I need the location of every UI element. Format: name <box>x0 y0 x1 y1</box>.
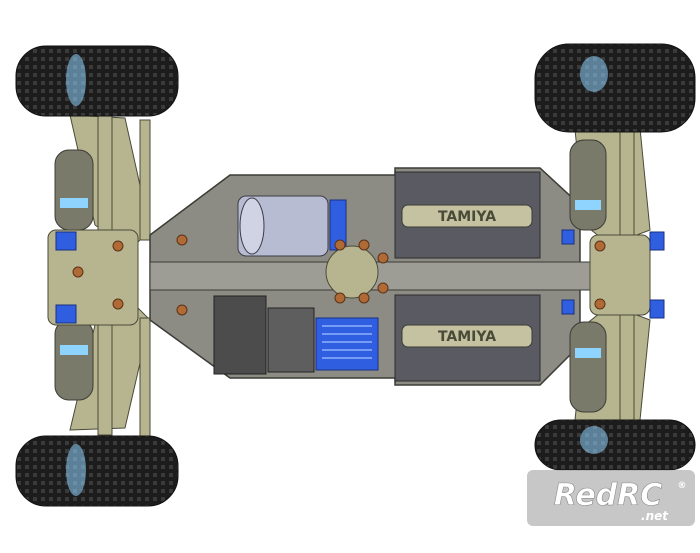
battery-pack-bottom: TAMIYA <box>394 294 541 382</box>
left-suspension-arms <box>69 114 151 439</box>
watermark-brand: RedRC <box>554 478 663 513</box>
right-shocks <box>569 139 607 413</box>
battery-label-bottom: TAMIYA <box>438 329 496 345</box>
left-shocks <box>54 149 94 401</box>
watermark-logo: RedRC .net ® <box>527 470 695 526</box>
tire-rear-right <box>534 419 696 471</box>
tire-front-right <box>534 43 696 133</box>
battery-label-top: TAMIYA <box>438 209 496 225</box>
right-bulkhead <box>589 234 651 316</box>
tire-rear-left <box>15 435 179 507</box>
motor <box>237 195 347 257</box>
watermark-registered: ® <box>678 481 687 491</box>
bolts <box>72 234 606 316</box>
blue-mounts <box>55 229 665 324</box>
center-diff <box>325 245 379 299</box>
watermark-suffix: .net <box>641 509 669 523</box>
tire-front-left <box>15 45 179 117</box>
electronics <box>213 295 379 375</box>
battery-pack-top: TAMIYA <box>394 171 541 259</box>
